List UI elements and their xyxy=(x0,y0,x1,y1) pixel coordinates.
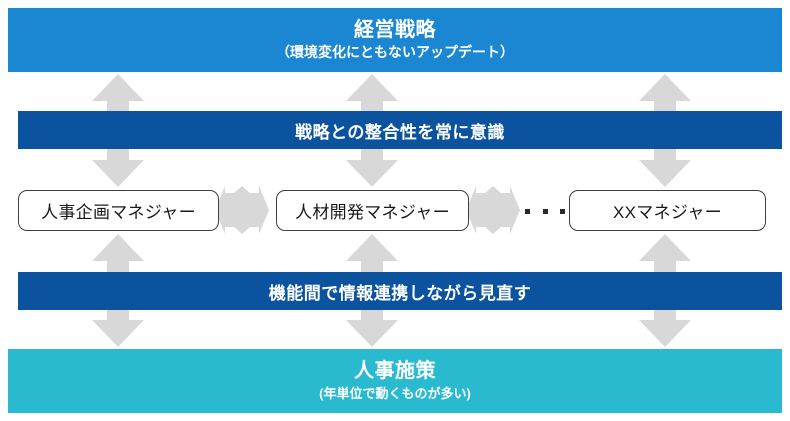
manager-box-xx[interactable]: XXマネジャー xyxy=(569,190,766,231)
manager-label: 人事企画マネジャー xyxy=(41,203,196,222)
manager-label: XXマネジャー xyxy=(613,203,722,222)
alignment-bar: 戦略との整合性を常に意識 xyxy=(18,111,782,149)
strategy-title: 経営戦略 xyxy=(354,19,436,41)
horizontal-double-arrow-1 xyxy=(215,186,269,234)
horizontal-double-arrow-2 xyxy=(466,186,520,234)
strategy-subtitle: （環境変化にともないアップデート） xyxy=(276,44,514,60)
ellipsis-icon xyxy=(525,198,565,224)
collaboration-bar-label: 機能間で情報連携しながら見直す xyxy=(268,283,532,303)
policy-subtitle: (年単位で動くものが多い) xyxy=(319,386,471,401)
manager-box-talent-development[interactable]: 人材開発マネジャー xyxy=(276,190,469,231)
policy-title: 人事施策 xyxy=(354,360,436,382)
ellipsis-dot xyxy=(542,208,548,214)
policy-band: 人事施策 (年単位で動くものが多い) xyxy=(8,349,782,413)
collaboration-bar: 機能間で情報連携しながら見直す xyxy=(18,272,782,310)
manager-box-hr-planning[interactable]: 人事企画マネジャー xyxy=(18,190,219,231)
ellipsis-dot xyxy=(560,208,565,214)
alignment-bar-label: 戦略との整合性を常に意識 xyxy=(295,122,505,142)
ellipsis-dot xyxy=(525,208,530,214)
manager-label: 人材開発マネジャー xyxy=(295,203,450,222)
strategy-band: 経営戦略 （環境変化にともないアップデート） xyxy=(8,8,782,72)
